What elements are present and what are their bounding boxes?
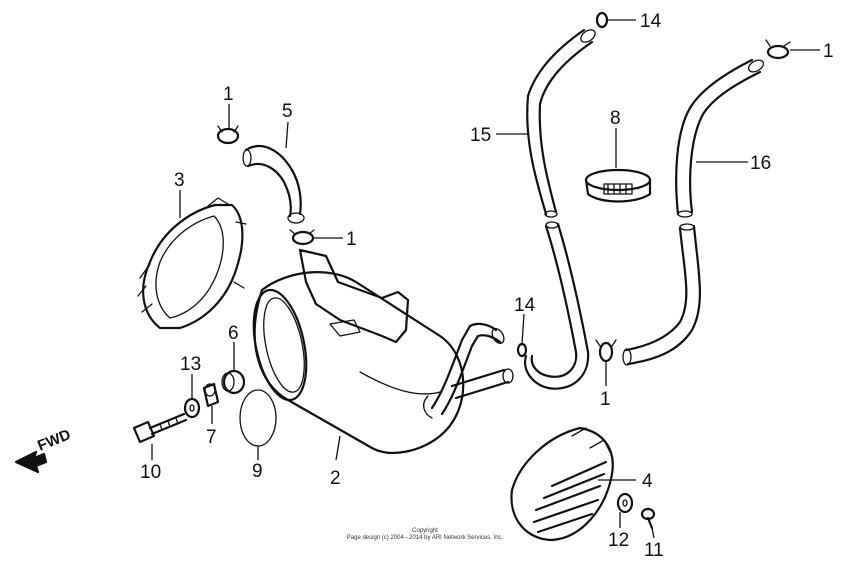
callout-11: 11 [644,540,664,561]
callout-1-upper-left: 1 [223,84,234,105]
small-screw[interactable] [640,507,656,530]
collar[interactable] [202,382,220,408]
leader-lines [151,19,820,539]
clamp-upper-right[interactable] [765,39,791,60]
small-washer[interactable] [616,492,634,514]
air-cleaner-cover-right[interactable] [510,426,614,542]
callout-12: 12 [608,530,629,551]
callout-16: 16 [750,153,771,174]
callout-7: 7 [206,427,217,448]
air-cleaner-cover-left[interactable] [137,197,247,330]
fwd-arrow [14,450,48,474]
callout-10: 10 [140,462,161,483]
callout-3: 3 [174,170,185,191]
copyright-line-2: Page design (c) 2004 - 2014 by ARI Netwo… [347,535,504,541]
clip-top[interactable] [595,11,609,29]
hose-upper[interactable] [242,144,305,224]
callout-1-lower-right: 1 [600,389,611,410]
callout-8: 8 [610,108,621,129]
band-clamp[interactable] [584,168,652,203]
callout-1-mid: 1 [346,229,357,250]
callout-13: 13 [180,354,201,375]
washer[interactable] [183,397,201,419]
callout-9: 9 [252,461,263,482]
callout-labels: 1 5 3 1 14 1 15 8 16 14 1 6 13 7 10 9 2 … [140,11,834,561]
callout-15: 15 [470,125,491,146]
o-ring-seal[interactable] [239,389,277,447]
callout-4: 4 [642,471,653,492]
callout-14-top: 14 [640,11,662,32]
clamp-upper-left[interactable] [216,125,240,145]
grommet[interactable] [221,369,246,395]
bolt[interactable] [132,412,188,444]
copyright-line-1: Copyright [412,528,438,534]
hose-long-right[interactable] [622,58,765,366]
canister-body[interactable] [245,248,514,454]
callout-5: 5 [282,101,293,122]
hose-long-center[interactable] [524,27,597,390]
callout-1-upper-right: 1 [823,41,834,62]
clamp-mid[interactable] [289,229,315,246]
callout-6: 6 [228,323,239,344]
clip-lower[interactable] [516,342,528,358]
callout-2: 2 [330,468,341,489]
clamp-lower-right[interactable] [595,339,617,363]
callout-14-lower: 14 [514,295,536,316]
fwd-label: FWD [35,426,73,455]
